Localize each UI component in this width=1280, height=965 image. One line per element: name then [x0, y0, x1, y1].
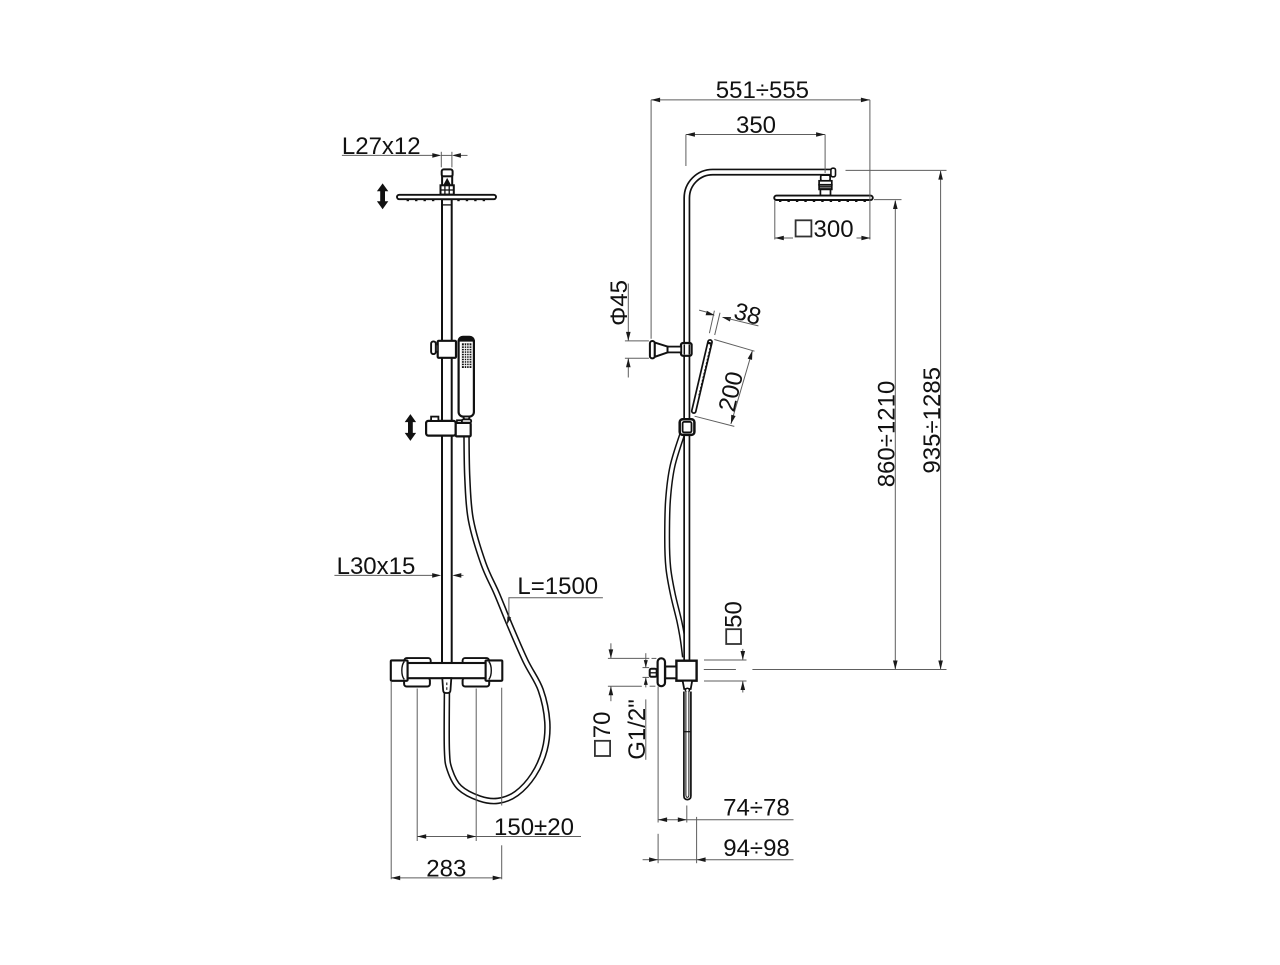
svg-text:94÷98: 94÷98: [723, 835, 790, 862]
svg-text:G1/2": G1/2": [624, 699, 651, 760]
svg-text:150±20: 150±20: [494, 814, 574, 841]
svg-text:283: 283: [426, 856, 466, 883]
svg-text:74÷78: 74÷78: [723, 794, 790, 821]
svg-text:70: 70: [589, 712, 616, 739]
svg-text:L27x12: L27x12: [342, 133, 421, 160]
svg-text:300: 300: [814, 216, 854, 243]
svg-text:935÷1285: 935÷1285: [919, 367, 946, 474]
svg-text:Φ45: Φ45: [606, 280, 633, 326]
svg-text:350: 350: [736, 112, 776, 139]
svg-text:860÷1210: 860÷1210: [873, 381, 900, 488]
svg-text:L=1500: L=1500: [517, 573, 598, 600]
svg-text:50: 50: [721, 601, 748, 628]
